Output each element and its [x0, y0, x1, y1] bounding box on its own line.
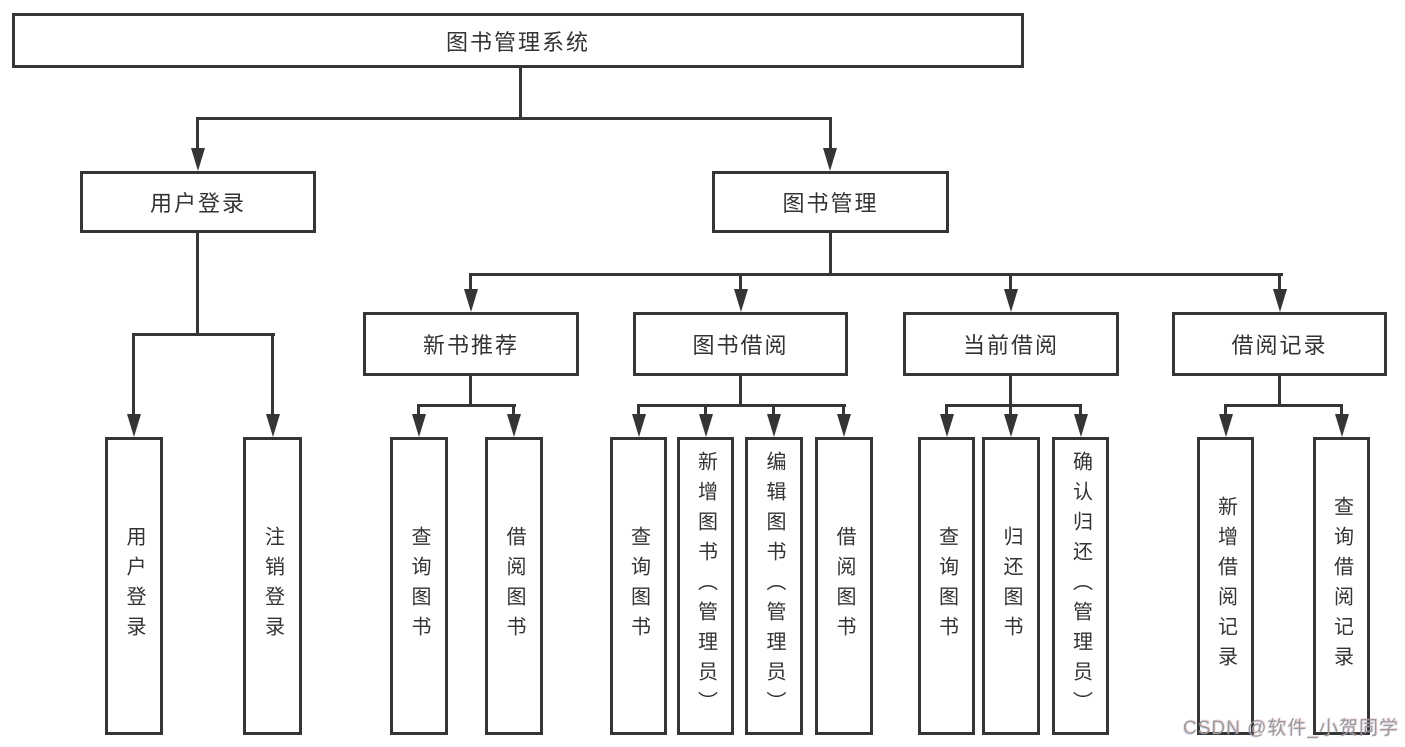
node-current-borrowing: 当前借阅	[903, 312, 1119, 376]
leaf-borrow-books-borrowing: 借阅图书	[815, 437, 873, 735]
connector-leaf-rail	[1224, 404, 1343, 407]
connector-user-branch-rail	[132, 333, 275, 336]
leaf-add-borrow-record: 新增借阅记录	[1197, 437, 1254, 735]
arrow-down-icon	[1273, 289, 1287, 312]
node-root-system: 图书管理系统	[12, 13, 1024, 68]
connector-branch-stub	[469, 376, 472, 407]
connector-leaf-drop	[842, 404, 845, 417]
arrow-down-icon	[823, 148, 837, 171]
arrow-down-icon	[1074, 414, 1088, 437]
node-new-book-recommend: 新书推荐	[363, 312, 579, 376]
connector-user-login-drop	[196, 117, 199, 151]
connector-leaf-rail	[637, 404, 846, 407]
arrow-down-icon	[632, 414, 646, 437]
connector-root-stub	[519, 68, 522, 120]
connector-branch-stub	[739, 376, 742, 407]
connector-book-mgmt-drop	[829, 117, 832, 151]
arrow-down-icon	[1335, 414, 1349, 437]
connector-leaf-drop	[704, 404, 707, 417]
connector-leaf-drop	[772, 404, 775, 417]
connector-leaf-drop	[512, 404, 515, 417]
connector-level3-drop	[1278, 273, 1281, 292]
connector-branch-stub	[1278, 376, 1281, 407]
connector-leaf-drop	[1009, 404, 1012, 417]
arrow-down-icon	[1004, 289, 1018, 312]
arrow-down-icon	[266, 414, 280, 437]
connector-level2-rail	[196, 117, 832, 120]
connector-leaf-rail	[417, 404, 516, 407]
arrow-down-icon	[412, 414, 426, 437]
leaf-query-borrow-record: 查询借阅记录	[1313, 437, 1370, 735]
connector-leaf-drop	[1224, 404, 1227, 417]
connector-leaf-drop	[132, 333, 135, 416]
leaf-user-login: 用户登录	[105, 437, 163, 735]
connector-level3-rail	[469, 273, 1283, 276]
arrow-down-icon	[1004, 414, 1018, 437]
connector-leaf-drop	[271, 333, 274, 416]
node-book-borrowing: 图书借阅	[633, 312, 848, 376]
leaf-return-books: 归还图书	[982, 437, 1040, 735]
leaf-edit-books-admin: 编辑图书（管理员）	[745, 437, 803, 735]
arrow-down-icon	[734, 289, 748, 312]
connector-level3-drop	[469, 273, 472, 292]
connector-level3-drop	[1009, 273, 1012, 292]
connector-leaf-drop	[945, 404, 948, 417]
arrow-down-icon	[767, 414, 781, 437]
arrow-down-icon	[507, 414, 521, 437]
connector-leaf-drop	[1079, 404, 1082, 417]
arrow-down-icon	[464, 289, 478, 312]
connector-branch-stub	[1009, 376, 1012, 407]
node-book-management: 图书管理	[712, 171, 949, 233]
leaf-confirm-return-admin: 确认归还（管理员）	[1052, 437, 1109, 735]
connector-level3-drop	[739, 273, 742, 292]
leaf-logout: 注销登录	[243, 437, 302, 735]
node-user-login: 用户登录	[80, 171, 316, 233]
connector-leaf-drop	[1340, 404, 1343, 417]
arrow-down-icon	[837, 414, 851, 437]
arrow-down-icon	[191, 148, 205, 171]
arrow-down-icon	[1219, 414, 1233, 437]
leaf-add-books-admin: 新增图书（管理员）	[677, 437, 734, 735]
node-borrowing-records: 借阅记录	[1172, 312, 1387, 376]
leaf-query-books-borrowing: 查询图书	[610, 437, 667, 735]
arrow-down-icon	[127, 414, 141, 437]
connector-leaf-rail	[945, 404, 1082, 407]
arrow-down-icon	[699, 414, 713, 437]
connector-mgmt-branch-stub	[829, 233, 832, 276]
connector-leaf-drop	[637, 404, 640, 417]
connector-user-branch-stub	[196, 233, 199, 336]
connector-leaf-drop	[417, 404, 420, 417]
leaf-query-books-recommend: 查询图书	[390, 437, 448, 735]
csdn-watermark: CSDN @软件_小贺同学	[1183, 718, 1399, 739]
leaf-query-books-current: 查询图书	[918, 437, 975, 735]
arrow-down-icon	[940, 414, 954, 437]
leaf-borrow-books-recommend: 借阅图书	[485, 437, 543, 735]
